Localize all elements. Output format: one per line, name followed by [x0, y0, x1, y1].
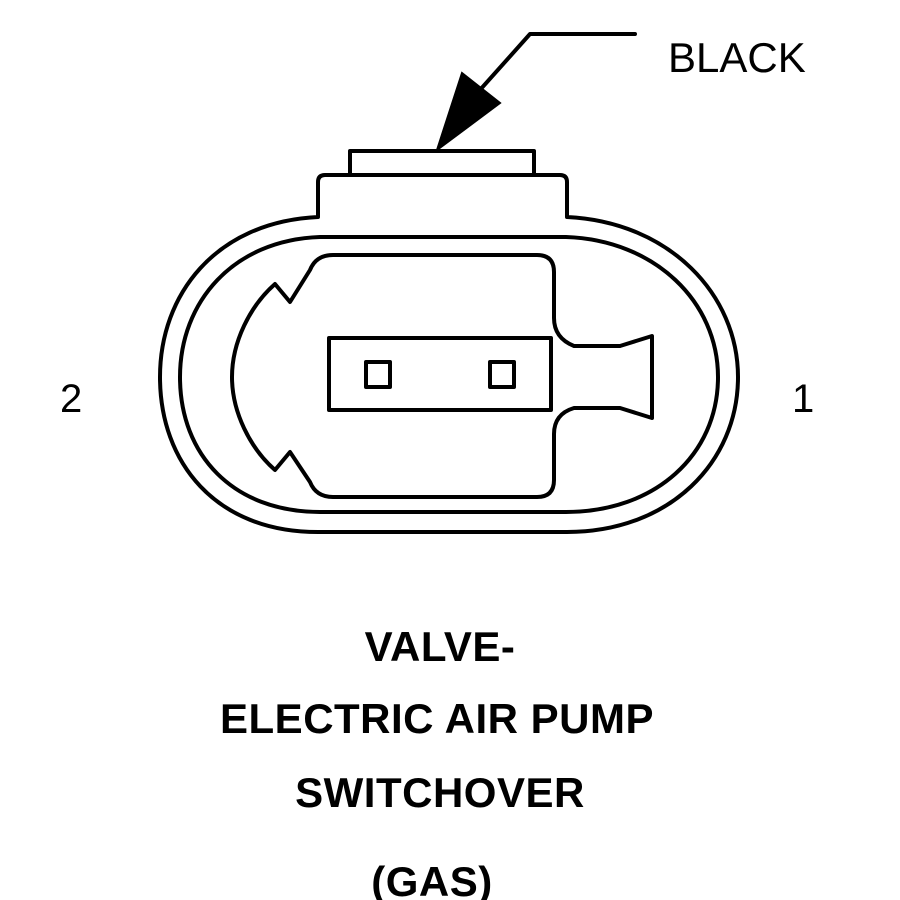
terminal-cavity: [230, 253, 654, 499]
wire-color-label: BLACK: [668, 34, 806, 81]
title-line-2: ELECTRIC AIR PUMP: [220, 695, 654, 742]
terminal-window-right: [488, 360, 516, 389]
component-title: VALVE- ELECTRIC AIR PUMP SWITCHOVER (GAS…: [220, 623, 654, 900]
title-line-4: (GAS): [371, 858, 493, 900]
connector-inner-rim: [178, 235, 720, 514]
connector-key-tab: [348, 149, 536, 177]
terminal-window-left: [364, 360, 392, 389]
blade-terminal: [327, 336, 553, 412]
connector-outer-shell: [158, 173, 740, 534]
wire-color-leader: [435, 32, 637, 153]
title-line-1: VALVE-: [365, 623, 516, 670]
connector-body: [158, 149, 740, 534]
title-line-3: SWITCHOVER: [295, 769, 585, 816]
pin-label-1: 1: [792, 377, 814, 421]
pin-label-2: 2: [60, 377, 82, 421]
